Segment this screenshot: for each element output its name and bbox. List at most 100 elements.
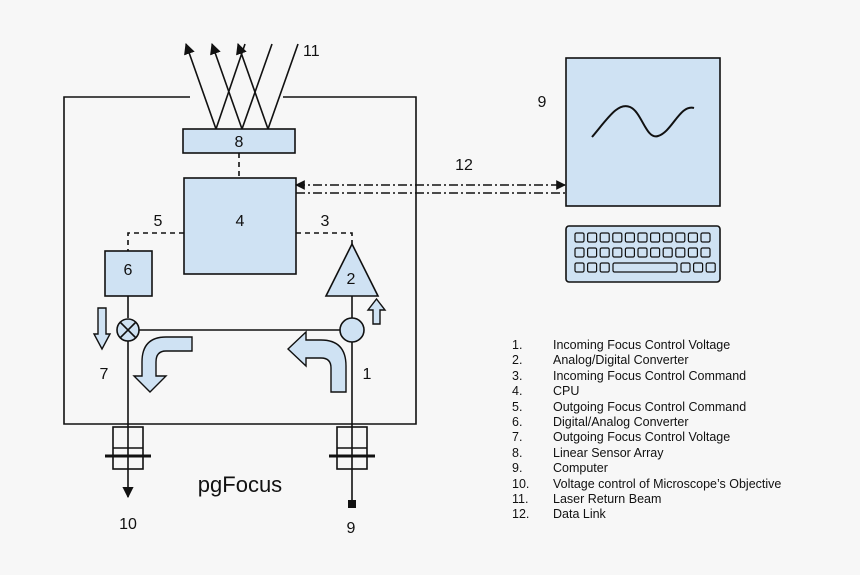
label-output-terminal: 10	[119, 516, 137, 533]
label-data-link: 12	[455, 157, 473, 174]
keyboard-key	[700, 232, 711, 243]
monitor-waveform	[591, 105, 695, 138]
computer-monitor	[565, 57, 721, 207]
legend-item: 7. Outgoing Focus Control Voltage	[512, 430, 781, 445]
signal-split-node	[339, 317, 365, 343]
up-flow-arrow	[366, 297, 387, 325]
keyboard-key	[599, 232, 610, 243]
outgoing-command-link	[127, 232, 184, 251]
legend-item-text: Analog/Digital Converter	[553, 353, 689, 368]
keyboard-key	[574, 247, 585, 258]
keyboard-key	[675, 247, 686, 258]
keyboard-key	[586, 262, 598, 273]
legend-item-text: Computer	[553, 461, 608, 476]
legend-item: 12. Data Link	[512, 507, 781, 522]
computer-keyboard	[565, 225, 721, 283]
digital-analog-converter	[104, 250, 153, 297]
legend-item-text: Voltage control of Microscope’s Objectiv…	[553, 476, 782, 491]
legend-item-text: Data Link	[553, 507, 606, 522]
analog-digital-converter	[324, 242, 380, 297]
keyboard-key	[624, 232, 636, 243]
legend-item: 11. Laser Return Beam	[512, 492, 781, 507]
keyboard-key	[687, 232, 699, 243]
legend-item-number: 7.	[512, 430, 523, 445]
outgoing-curve-arrow	[132, 336, 193, 393]
input-connector	[329, 426, 375, 470]
label-input-terminal: 9	[347, 520, 356, 537]
keyboard-key	[662, 232, 673, 243]
label-sensor-array: 8	[235, 134, 244, 151]
legend-item: 3. Incoming Focus Control Command	[512, 369, 781, 384]
down-flow-arrow	[92, 307, 112, 351]
keyboard-key	[599, 247, 610, 258]
keyboard-key	[586, 247, 598, 258]
keyboard-key	[586, 232, 598, 243]
legend-item-text: Outgoing Focus Control Command	[553, 399, 747, 414]
keyboard-key	[692, 262, 704, 273]
device-title: pgFocus	[198, 472, 282, 497]
incoming-curve-arrow	[286, 330, 347, 393]
label-adc: 2	[347, 271, 356, 288]
legend-item-number: 3.	[512, 368, 523, 383]
label-incoming-command: 3	[321, 213, 330, 230]
keyboard-key	[612, 232, 623, 243]
keyboard-key	[680, 262, 691, 273]
incoming-command-link	[296, 232, 353, 244]
label-computer: 9	[538, 94, 547, 111]
legend-item-text: Linear Sensor Array	[553, 445, 664, 460]
input-terminal-pin	[348, 500, 356, 508]
legend-item-number: 6.	[512, 415, 523, 430]
label-cpu: 4	[236, 213, 245, 230]
keyboard-key	[612, 262, 678, 273]
legend-item-text: Laser Return Beam	[553, 492, 662, 507]
output-connector	[105, 426, 151, 470]
legend-item-text: Outgoing Focus Control Voltage	[553, 430, 731, 445]
label-outgoing-voltage: 7	[100, 366, 109, 383]
keyboard-key	[662, 247, 673, 258]
keyboard-key	[612, 247, 623, 258]
keyboard-key	[649, 247, 661, 258]
keyboard-key	[599, 262, 610, 273]
legend-item-number: 9.	[512, 461, 523, 476]
legend-item-text: Incoming Focus Control Command	[553, 368, 747, 383]
legend-item: 1. Incoming Focus Control Voltage	[512, 338, 781, 353]
legend-item-number: 2.	[512, 353, 523, 368]
cpu-block	[183, 177, 297, 275]
label-incoming-voltage: 1	[363, 366, 372, 383]
keyboard-key	[574, 232, 585, 243]
legend-item: 6. Digital/Analog Converter	[512, 415, 781, 430]
legend-item: 8. Linear Sensor Array	[512, 446, 781, 461]
legend-item-number: 4.	[512, 384, 523, 399]
legend-item-number: 10.	[512, 476, 530, 491]
keyboard-key	[624, 247, 636, 258]
legend-item-number: 8.	[512, 445, 523, 460]
label-laser-beam: 11	[303, 43, 320, 60]
legend-item: 2. Analog/Digital Converter	[512, 353, 781, 368]
laser-return-beam	[184, 42, 299, 130]
label-outgoing-command: 5	[154, 213, 163, 230]
keyboard-key	[705, 262, 716, 273]
keyboard-key	[675, 232, 686, 243]
legend-item-number: 5.	[512, 399, 523, 414]
legend-item: 10. Voltage control of Microscope’s Objec…	[512, 477, 781, 492]
legend-item-text: CPU	[553, 384, 580, 399]
legend-item-number: 12.	[512, 507, 530, 522]
keyboard-key	[574, 262, 585, 273]
keyboard-key	[637, 232, 648, 243]
keyboard-key	[687, 247, 699, 258]
legend-item-text: Digital/Analog Converter	[553, 415, 689, 430]
legend-item: 9. Computer	[512, 461, 781, 476]
label-dac: 6	[124, 262, 133, 279]
legend-item-number: 11.	[512, 492, 529, 507]
keyboard-key	[649, 232, 661, 243]
legend-item: 4. CPU	[512, 384, 781, 399]
device-enclosure	[63, 96, 417, 425]
legend-item: 5. Outgoing Focus Control Command	[512, 400, 781, 415]
summing-junction	[116, 318, 140, 342]
legend-item-number: 1.	[512, 338, 523, 352]
legend: 1. Incoming Focus Control Voltage 2. Analog…	[512, 338, 781, 523]
legend-item-text: Incoming Focus Control Voltage	[553, 338, 731, 352]
keyboard-key	[700, 247, 711, 258]
keyboard-key	[637, 247, 648, 258]
